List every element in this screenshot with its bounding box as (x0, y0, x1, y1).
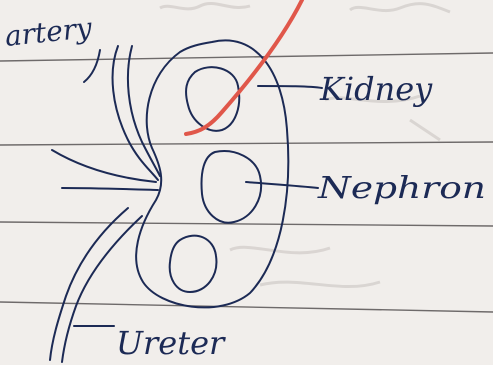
label-nephron: Nephron (317, 171, 486, 206)
label-kidney: Kidney (319, 70, 433, 108)
label-ureter: Ureter (116, 324, 226, 362)
